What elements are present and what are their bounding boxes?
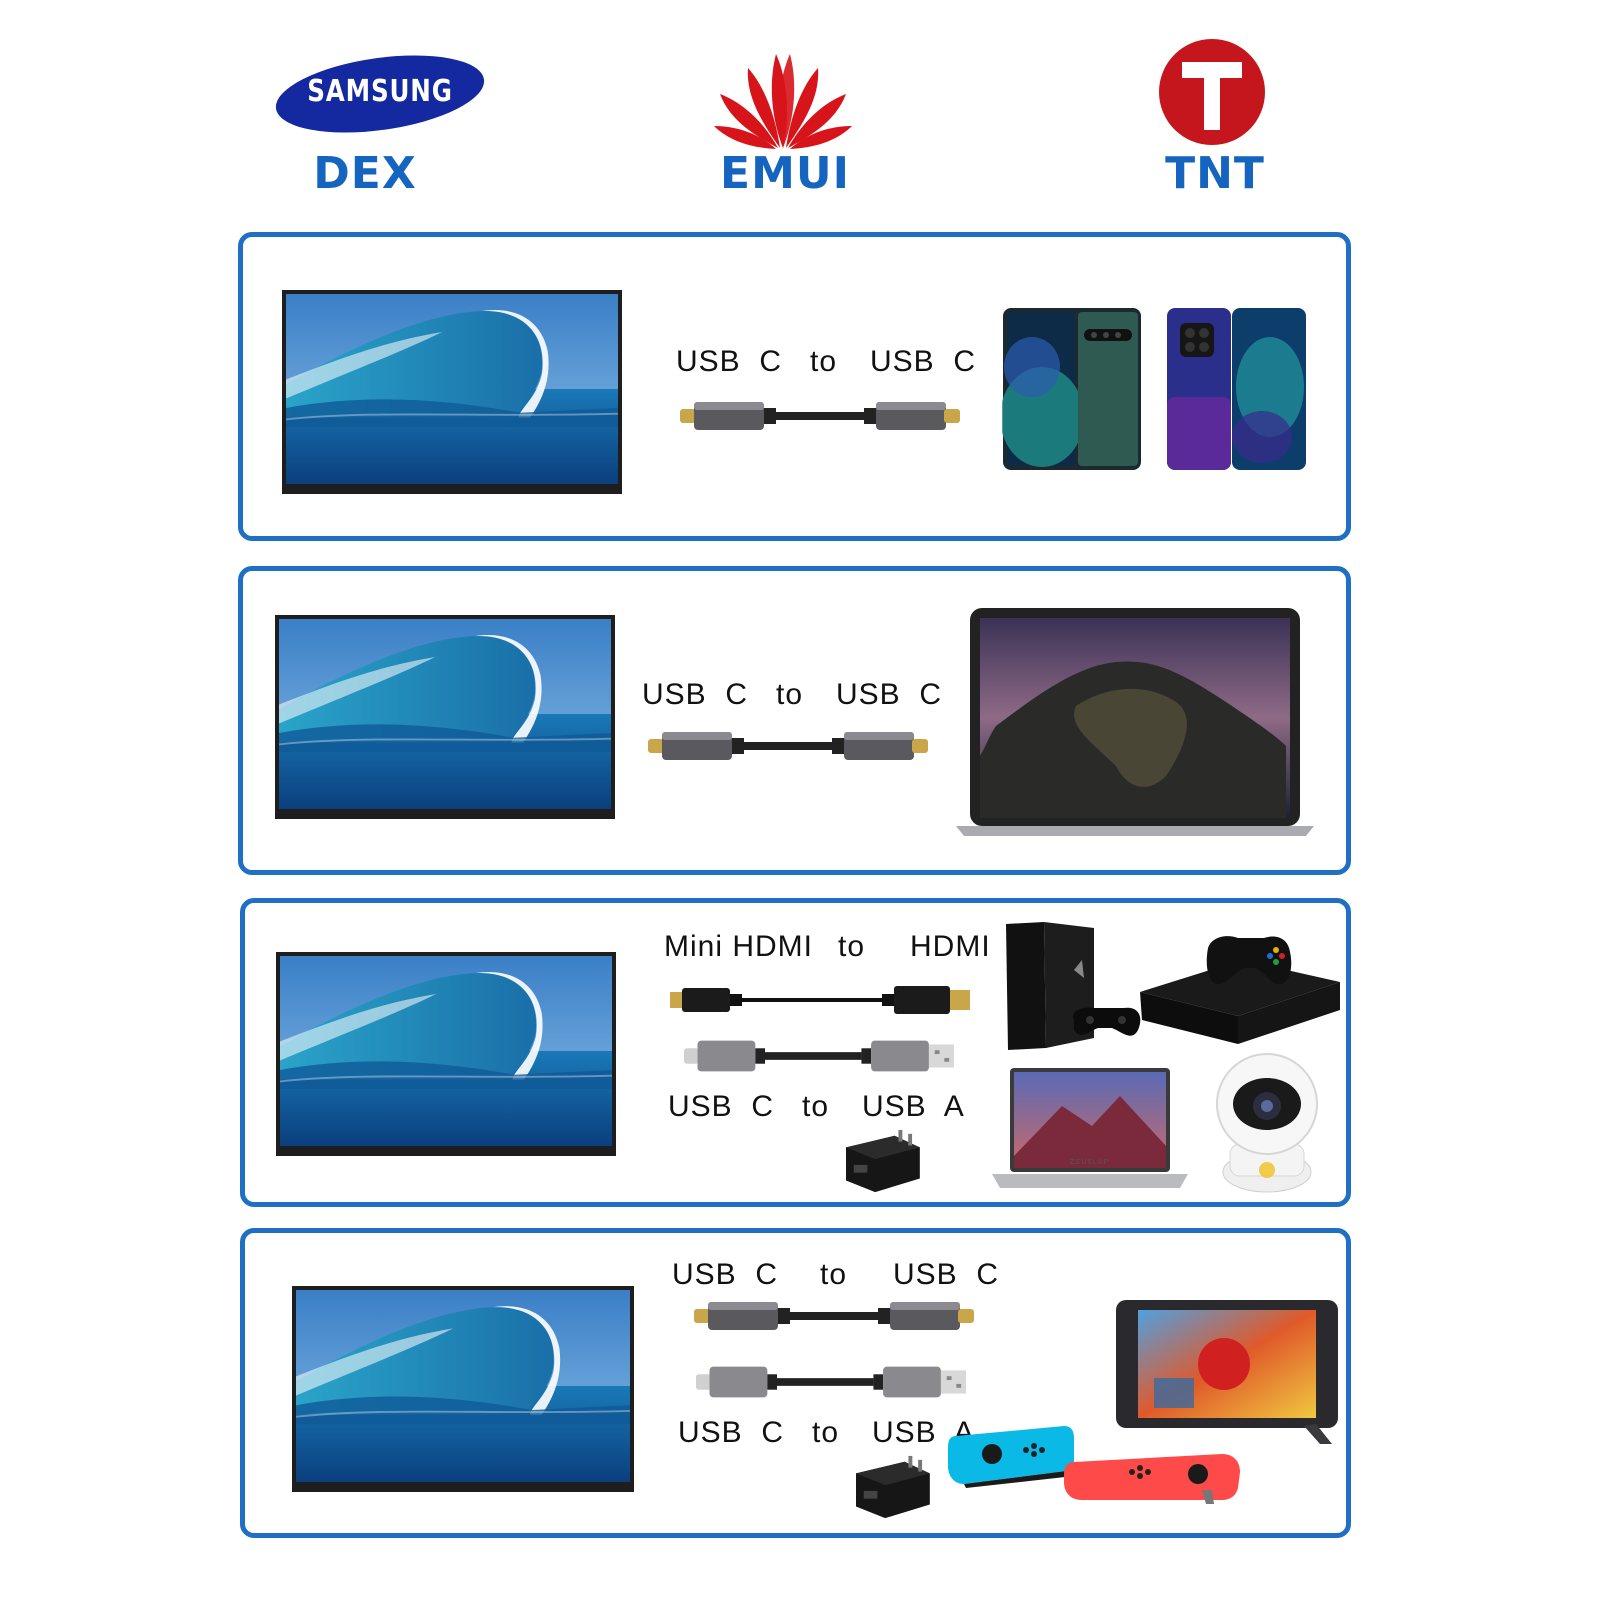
- macbook-laptop: [956, 606, 1314, 838]
- emui-caption: EMUI: [720, 148, 850, 199]
- cable-right-label: USB C: [893, 1258, 1000, 1291]
- xbox-console: [1138, 930, 1342, 1046]
- huawei-flower-icon: [710, 50, 856, 150]
- wave-screen-image: [279, 619, 611, 809]
- cable-left-label: USB C: [672, 1258, 779, 1291]
- power-adapter: [836, 1128, 924, 1196]
- mini-hdmi-cable: [670, 980, 970, 1020]
- samsung-brand-text: SAMSUNG: [307, 74, 453, 109]
- cable-left-label: USB C: [676, 345, 783, 378]
- dex-caption: DEX: [313, 148, 417, 199]
- power-adapter: [846, 1454, 934, 1522]
- portable-monitor: [292, 1286, 634, 1492]
- cable-to-label: to: [776, 678, 804, 711]
- cable-right-label: USB C: [870, 345, 977, 378]
- wave-screen-image: [286, 294, 618, 484]
- huawei-phone: [1166, 307, 1308, 471]
- laptop: [992, 1066, 1188, 1190]
- samsung-logo: SAMSUNG: [273, 52, 487, 136]
- cable-to-label: to: [820, 1258, 848, 1291]
- nintendo-switch: [1114, 1298, 1340, 1446]
- laptop-brand-text: ZEUSLAP: [1070, 1158, 1109, 1166]
- wave-screen-image: [296, 1290, 630, 1482]
- usb-c-cable: [678, 396, 962, 436]
- cable-right-label: USB A: [862, 1090, 965, 1123]
- tnt-logo-icon: [1158, 38, 1266, 146]
- ps4-console: [1004, 920, 1144, 1052]
- tnt-caption: TNT: [1165, 148, 1265, 199]
- cable-left-label: USB C: [668, 1090, 775, 1123]
- cable-left-label: USB C: [642, 678, 749, 711]
- joy-con-red: [1062, 1446, 1242, 1504]
- portable-monitor: [282, 290, 622, 494]
- cable-left-label: Mini HDMI: [664, 930, 813, 963]
- cable-to-label: to: [838, 930, 866, 963]
- usb-a-cable: [696, 1362, 966, 1402]
- joy-con-blue: [946, 1422, 1076, 1488]
- usb-c-cable: [646, 726, 930, 766]
- cable-left-label: USB C: [678, 1416, 785, 1449]
- portable-monitor: [276, 952, 616, 1156]
- portable-monitor: [275, 615, 615, 819]
- cable-right-label: USB C: [836, 678, 943, 711]
- cable-to-label: to: [810, 345, 838, 378]
- cable-to-label: to: [812, 1416, 840, 1449]
- usb-a-cable: [684, 1036, 954, 1076]
- security-camera: [1212, 1048, 1322, 1194]
- usb-c-cable: [692, 1296, 976, 1336]
- samsung-phone: [1002, 307, 1142, 471]
- cable-right-label: HDMI: [910, 930, 991, 963]
- wave-screen-image: [280, 956, 612, 1146]
- cable-to-label: to: [802, 1090, 830, 1123]
